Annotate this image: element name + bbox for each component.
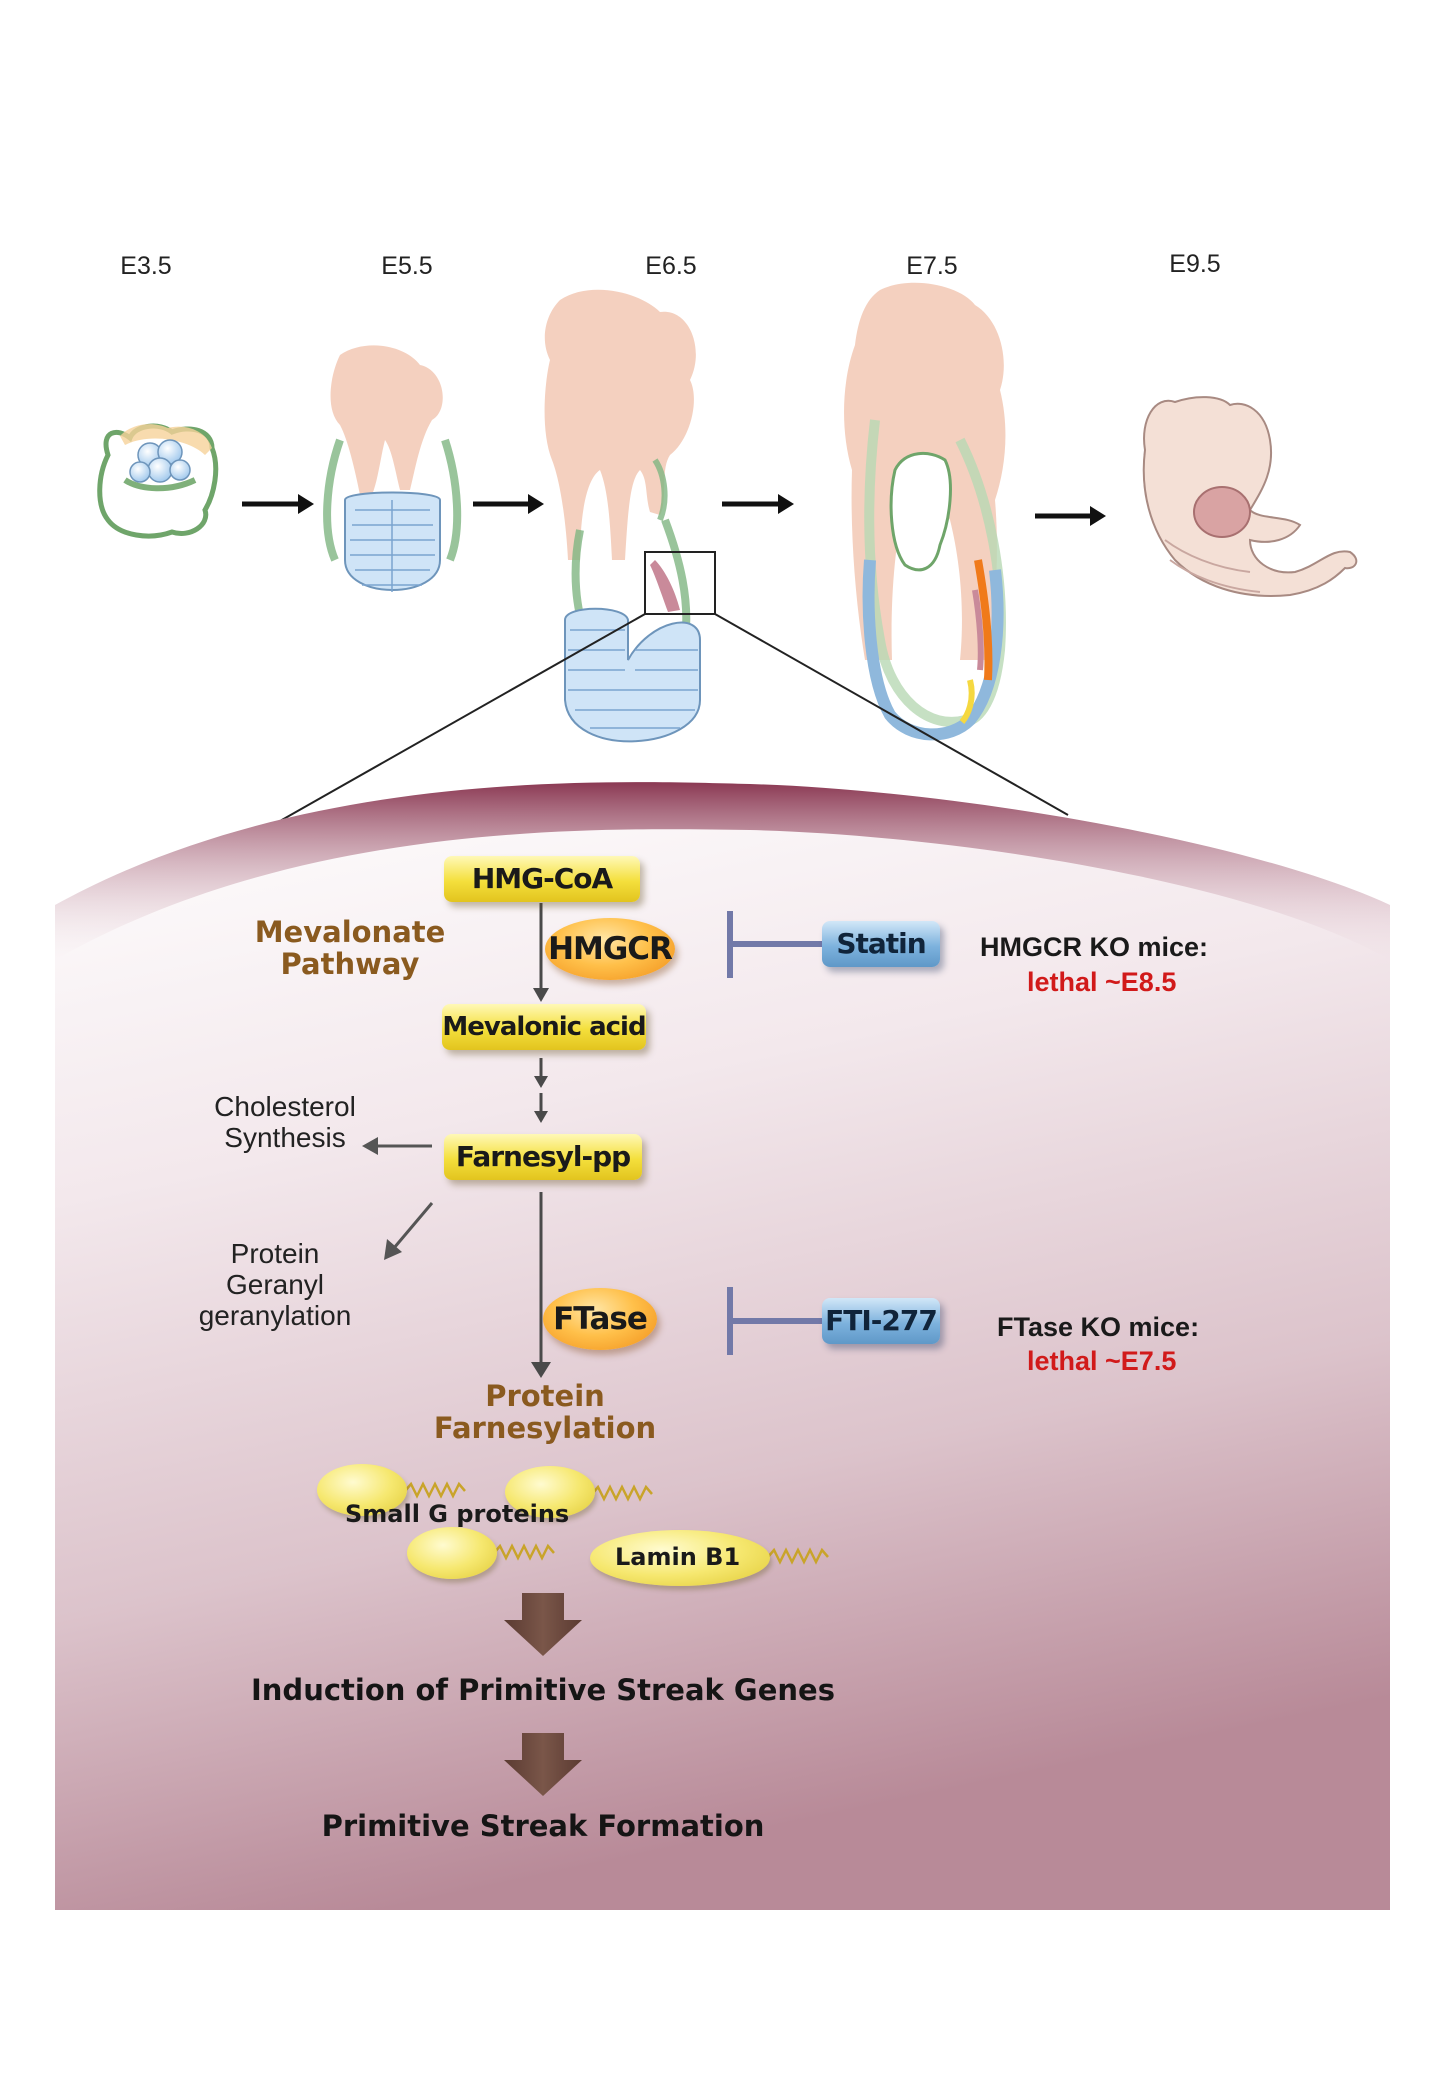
cholesterol-synthesis-label: Cholesterol Synthesis <box>180 1091 390 1153</box>
small-g-protein-3 <box>407 1527 497 1579</box>
stage-label-e3-5: E3.5 <box>120 252 172 280</box>
e6-5-embryo <box>544 289 716 743</box>
stage-label-e7-5: E7.5 <box>906 252 958 280</box>
small-g-proteins-label: Small G proteins <box>345 1500 570 1528</box>
e3-5-blastocyst <box>97 423 219 539</box>
hmgcr-ko-lethal: lethal ~E8.5 <box>1027 967 1177 997</box>
stage-label-e5-5: E5.5 <box>381 252 433 280</box>
mevalonic-acid-node: Mevalonic acid <box>442 1004 647 1050</box>
stage-label-e6-5: E6.5 <box>645 252 697 280</box>
small-g-protein-2 <box>505 1466 595 1518</box>
pathway-background <box>55 782 1390 1911</box>
ftase-enzyme: FTase <box>543 1288 657 1350</box>
pathway-background-edge <box>55 782 1390 960</box>
e9-5-embryo <box>1142 396 1358 597</box>
zoom-line-right <box>714 613 1069 816</box>
downstream-arrows <box>504 1593 582 1796</box>
mevalonate-pathway-title-line2: Pathway <box>280 947 420 981</box>
statin-inhibitor: Statin <box>822 921 940 967</box>
hmgcr-ko-title: HMGCR KO mice: <box>980 932 1209 962</box>
lamin-b1-label: Lamin B1 <box>615 1543 741 1571</box>
fti-277-inhibitor: FTI-277 <box>822 1298 940 1344</box>
statin-inhibition <box>727 911 822 978</box>
pathway-connectors <box>531 903 551 1378</box>
geranyl-line3: geranylation <box>198 1300 352 1331</box>
protein-farnesylation-line1: Protein <box>485 1379 605 1413</box>
ftase-ko-lethal: lethal ~E7.5 <box>1027 1346 1177 1376</box>
fti-inhibition <box>727 1287 822 1355</box>
geranyl-line1: Protein <box>230 1238 320 1269</box>
hmgcr-enzyme: HMGCR <box>545 918 675 980</box>
e7-5-embryo <box>844 282 1006 741</box>
cholesterol-synthesis-line2: Synthesis <box>224 1122 346 1153</box>
protein-farnesylation-line2: Farnesylation <box>433 1411 657 1445</box>
stage-arrows <box>242 494 1106 526</box>
cholesterol-synthesis-line1: Cholesterol <box>214 1091 356 1122</box>
zoom-line-left <box>242 613 646 843</box>
farnesyl-pp-node: Farnesyl-pp <box>444 1134 642 1180</box>
protein-tails <box>404 1481 829 1565</box>
induction-primitive-streak-genes: Induction of Primitive Streak Genes <box>251 1673 835 1707</box>
embryo-stages-illustration <box>97 282 1358 843</box>
e5-5-embryo <box>323 345 462 592</box>
side-branch-arrows <box>362 1137 434 1260</box>
geranyl-line2: Geranyl <box>225 1269 325 1300</box>
primitive-streak-formation: Primitive Streak Formation <box>321 1809 765 1843</box>
small-g-protein-1 <box>317 1464 407 1516</box>
lamin-b1-protein <box>590 1530 770 1586</box>
hmg-coa-node: HMG-CoA <box>444 856 640 902</box>
protein-farnesylation-title: Protein Farnesylation <box>395 1380 695 1444</box>
stage-label-e9-5: E9.5 <box>1169 250 1221 278</box>
protein-geranylgeranylation-label: Protein Geranyl geranylation <box>170 1238 380 1331</box>
mevalonate-pathway-title: Mevalonate Pathway <box>240 916 460 980</box>
mevalonate-pathway-title-line1: Mevalonate <box>254 915 446 949</box>
ftase-ko-title: FTase KO mice: <box>997 1312 1200 1342</box>
